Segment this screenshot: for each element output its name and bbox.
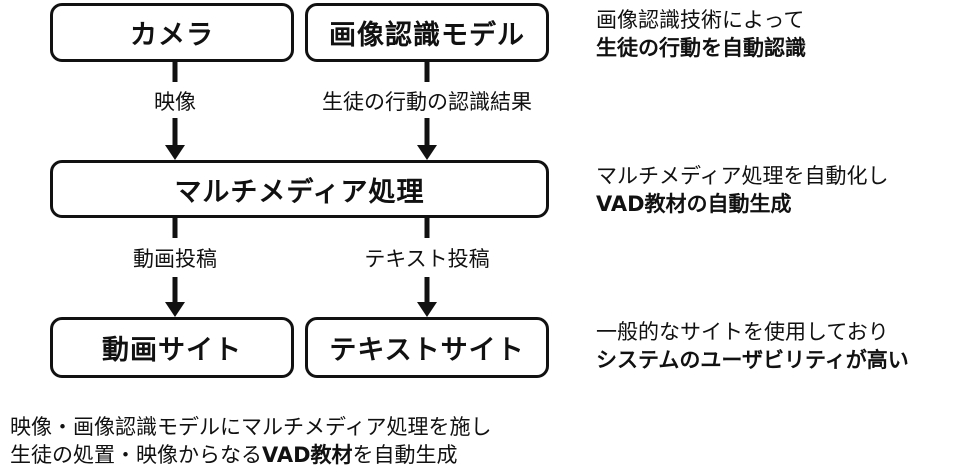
note-recognition-line1: 画像認識技術によって [596, 8, 805, 32]
recognition-model-box: 画像認識モデル [305, 3, 549, 62]
multimedia-processing-label: マルチメディア処理 [174, 176, 425, 208]
edge-label-recognition-result: 生徒の行動の認識結果 [299, 86, 555, 116]
recognition-model-label: 画像認識モデル [329, 20, 525, 51]
footer-line2-a: 生徒の処置・映像からなる [10, 443, 262, 467]
note-usability-line2: システムのユーザビリティが高い [596, 348, 909, 372]
note-multimedia-line2: VAD教材の自動生成 [596, 192, 792, 216]
edge-label-video: 映像 [135, 86, 215, 116]
note-multimedia-line1: マルチメディア処理を自動化し [596, 164, 889, 188]
note-usability: 一般的なサイトを使用しており システムのユーザビリティが高い [596, 318, 909, 374]
video-site-label: 動画サイト [102, 335, 242, 366]
edge-label-text-post: テキスト投稿 [342, 243, 512, 273]
note-multimedia: マルチメディア処理を自動化し VAD教材の自動生成 [596, 162, 889, 218]
text-site-box: テキストサイト [305, 317, 549, 378]
arrow-camera-to-multimedia [165, 62, 185, 160]
camera-label: カメラ [130, 20, 214, 51]
edge-label-video-post: 動画投稿 [115, 243, 235, 273]
footer-line2-b: VAD教材 [262, 443, 353, 467]
footer-line1: 映像・画像認識モデルにマルチメディア処理を施し [10, 415, 492, 439]
arrow-model-to-multimedia [417, 62, 437, 160]
video-site-box: 動画サイト [50, 317, 294, 378]
arrow-multimedia-to-video-site [165, 218, 185, 317]
footer-line2-c: を自動生成 [352, 443, 458, 467]
text-site-label: テキストサイト [329, 335, 525, 366]
camera-box: カメラ [50, 3, 294, 62]
footer-line2: 生徒の処置・映像からなるVAD教材を自動生成 [10, 441, 492, 469]
multimedia-processing-box: マルチメディア処理 [50, 160, 549, 218]
footer-caption: 映像・画像認識モデルにマルチメディア処理を施し 生徒の処置・映像からなるVAD教… [10, 413, 492, 469]
note-usability-line1: 一般的なサイトを使用しており [596, 320, 889, 344]
note-recognition: 画像認識技術によって 生徒の行動を自動認識 [596, 6, 806, 62]
arrow-multimedia-to-text-site [417, 218, 437, 317]
note-recognition-line2: 生徒の行動を自動認識 [596, 36, 806, 60]
